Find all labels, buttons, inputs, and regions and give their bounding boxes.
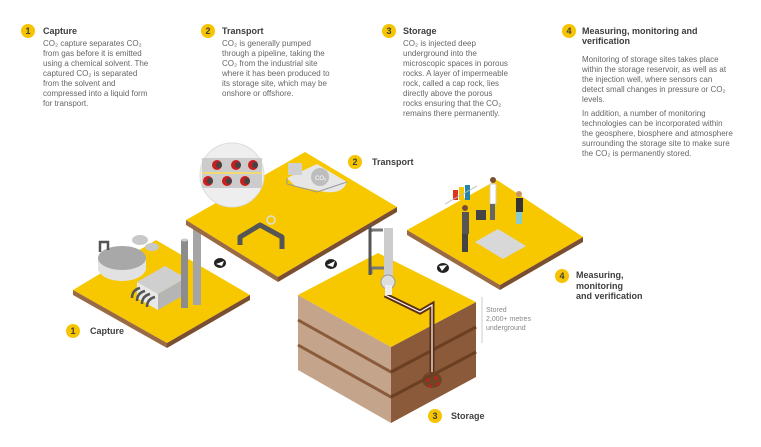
- title-line: verification: [582, 36, 631, 46]
- capture-label: Capture: [90, 326, 125, 336]
- step-title: Storage: [403, 26, 437, 36]
- text-line: using a chemical solvent. The: [43, 59, 149, 68]
- text-line: CO₂ is generally pumped: [222, 39, 311, 48]
- measuring-platform: [407, 177, 583, 290]
- text-line: In addition, a number of monitoring: [582, 109, 706, 118]
- text-line: underground into the: [403, 49, 477, 58]
- flow-arrow-icon: [437, 263, 449, 273]
- label-line: and verification: [576, 291, 643, 301]
- transport-label: Transport: [372, 157, 414, 167]
- step-title: Transport: [222, 26, 264, 36]
- note-line: Stored: [486, 307, 507, 314]
- text-line: surrounding the storage site to make sur…: [582, 139, 730, 148]
- text-line: within the storage reservoir, as well as…: [582, 65, 727, 74]
- storage-badge: 3: [428, 409, 442, 423]
- text-line: detect small changes in pressure or CO₂: [582, 85, 726, 94]
- text-line: levels.: [582, 95, 605, 104]
- label-line: Measuring,: [576, 270, 624, 280]
- text-line: the injection well, where sensors can: [582, 75, 713, 84]
- text-line: directly above the porous: [403, 89, 493, 98]
- storage-block: [297, 225, 477, 423]
- text-line: where it has been produced to: [222, 69, 330, 78]
- measuring-badge: 4: [555, 269, 569, 283]
- text-line: Monitoring of storage sites takes place: [582, 55, 719, 64]
- text-line: CO₂ capture separates CO₂: [43, 39, 142, 48]
- text-line: the geosphere, biosphere and atmosphere: [582, 129, 733, 138]
- step-number-badge: 3: [382, 24, 396, 38]
- title-line: Measuring, monitoring and: [582, 26, 698, 36]
- step-title: Measuring, monitoring and verification: [582, 26, 698, 46]
- label-line: monitoring: [576, 280, 623, 291]
- text-line: from the solvent and: [43, 79, 116, 88]
- text-line: rocks ensuring that the CO₂: [403, 99, 502, 108]
- capture-platform: [73, 225, 250, 348]
- storage-label: Storage: [451, 411, 485, 421]
- text-line: microscopic spaces in porous: [403, 59, 508, 68]
- note-line: underground: [486, 325, 526, 332]
- step-number-badge: 4: [562, 24, 576, 38]
- transport-badge: 2: [348, 155, 362, 169]
- text-line: remains there permanently.: [403, 109, 500, 118]
- text-line: CO₂ is injected deep: [403, 39, 476, 48]
- text-line: CO₂ from the industrial site: [222, 59, 318, 68]
- step-number-badge: 1: [21, 24, 35, 38]
- text-line: for transport.: [43, 99, 89, 108]
- text-line: captured CO₂ is separated: [43, 69, 138, 78]
- note-line: 2,000+ metres: [486, 316, 531, 323]
- text-line: compressed into a liquid form: [43, 89, 148, 98]
- text-line: through a pipeline, taking the: [222, 49, 325, 58]
- ship-co2-label: CO₂: [315, 176, 327, 182]
- flow-arrow-icon: [325, 259, 337, 269]
- text-line: from gas before it is emitted: [43, 49, 142, 58]
- text-line: its storage site, which may be: [222, 79, 327, 88]
- capture-badge: 1: [66, 324, 80, 338]
- text-line: rocks. A layer of impermeable: [403, 69, 508, 78]
- text-line: onshore or offshore.: [222, 89, 294, 98]
- step-title: Capture: [43, 26, 78, 36]
- measuring-label: Measuring, monitoring and verification: [576, 270, 643, 302]
- text-line: the CO₂ is permanently stored.: [582, 149, 692, 158]
- step-number-badge: 2: [201, 24, 215, 38]
- flow-arrow-icon: [214, 258, 226, 268]
- transport-platform: CO₂: [186, 142, 397, 282]
- depth-note: Stored 2,000+ metres underground: [486, 306, 531, 333]
- text-line: rock, called a cap rock, lies: [403, 79, 500, 88]
- text-line: technologies can be incorporated within: [582, 119, 723, 128]
